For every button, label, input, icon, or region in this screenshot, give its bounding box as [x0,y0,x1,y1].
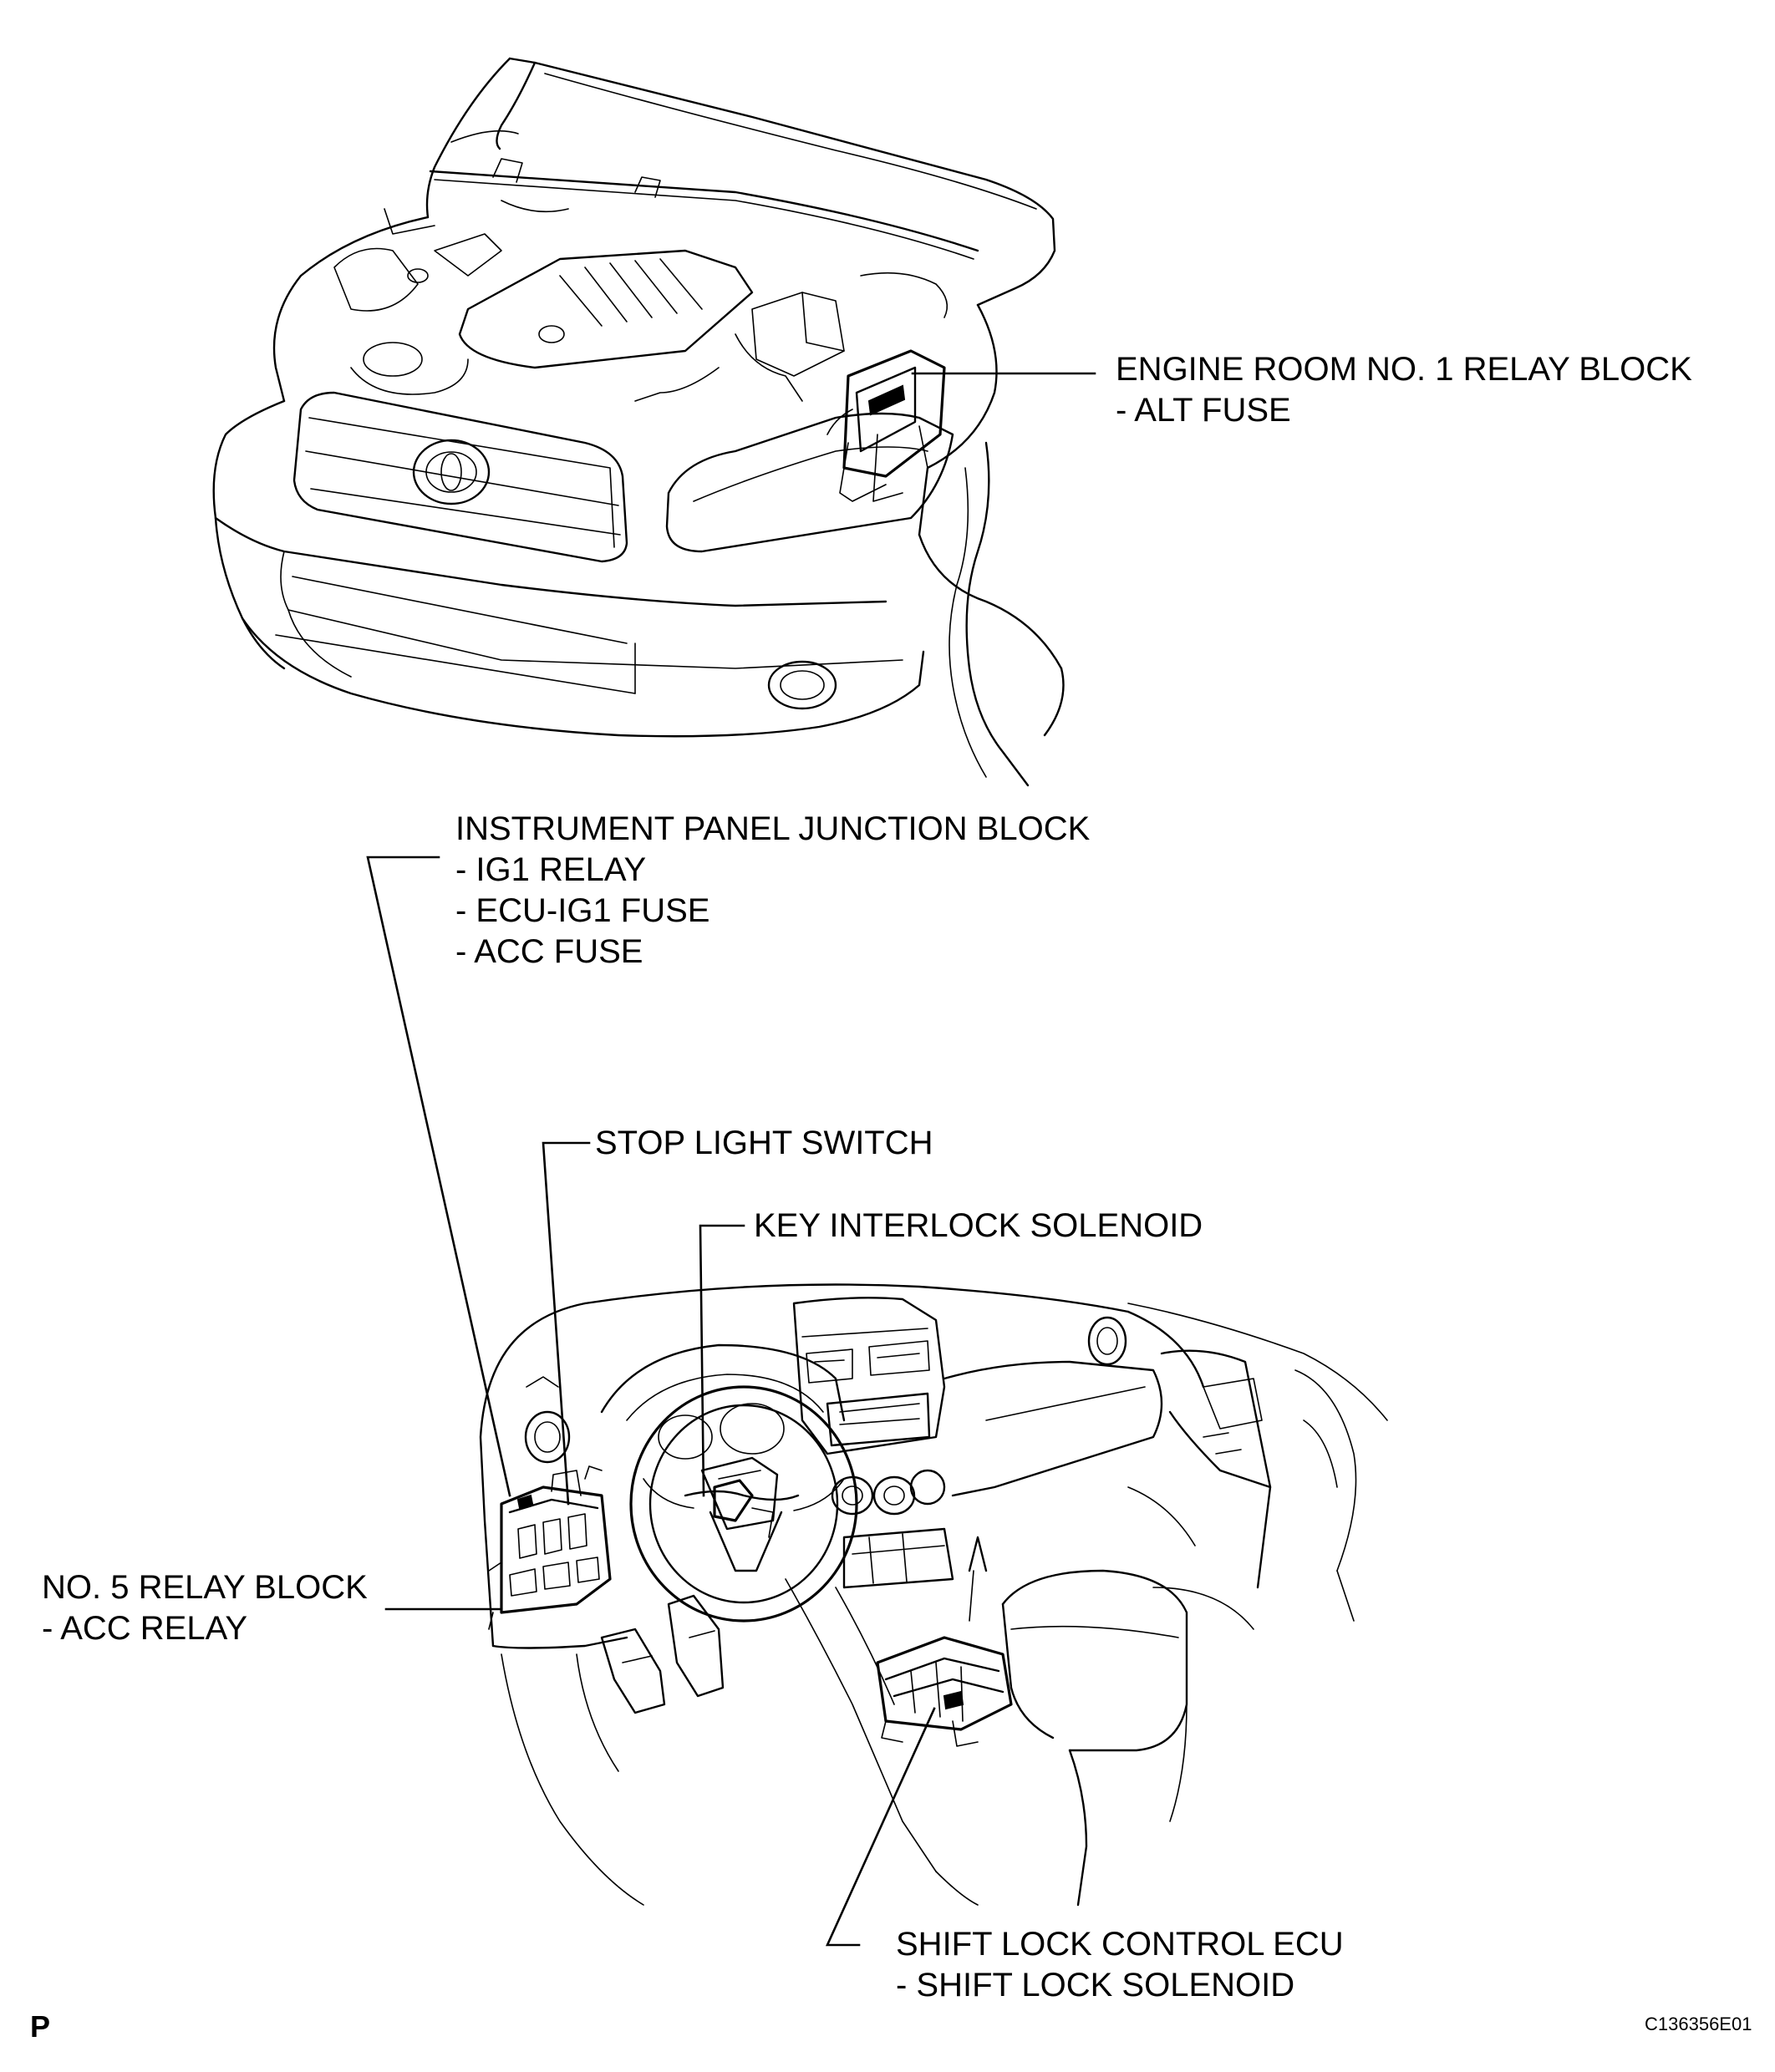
acc-fuse-item: - ACC FUSE [455,933,643,970]
key-interlock-solenoid-title: KEY INTERLOCK SOLENOID [754,1207,1203,1244]
stop-light-switch-title: STOP LIGHT SWITCH [595,1125,933,1161]
no5-relay-block-title: NO. 5 RELAY BLOCK [42,1569,368,1606]
no5-relay-block-label: NO. 5 RELAY BLOCK - ACC RELAY [42,1567,368,1649]
ecu-ig1-fuse-item: - ECU-IG1 FUSE [455,892,710,929]
instrument-panel-junction-block-title: INSTRUMENT PANEL JUNCTION BLOCK [455,810,1091,847]
stop-light-switch-label: STOP LIGHT SWITCH [595,1123,933,1164]
shift-lock-control-ecu-label: SHIFT LOCK CONTROL ECU - SHIFT LOCK SOLE… [896,1924,1344,2006]
engine-room-relay-block-label: ENGINE ROOM NO. 1 RELAY BLOCK - ALT FUSE [1116,349,1692,431]
acc-relay-item: - ACC RELAY [42,1610,247,1647]
vehicle-front-illustration [212,57,1065,787]
leader-lines [366,372,1096,1947]
engine-room-relay-block-title: ENGINE ROOM NO. 1 RELAY BLOCK [1116,351,1692,388]
figure-code: C136356E01 [1645,2014,1752,2034]
dashboard-illustration [479,1283,1388,1907]
key-interlock-solenoid-label: KEY INTERLOCK SOLENOID [754,1206,1203,1247]
instrument-panel-junction-block-label: INSTRUMENT PANEL JUNCTION BLOCK - IG1 RE… [455,809,1090,973]
alt-fuse-item: - ALT FUSE [1116,392,1291,429]
page-mark: P [30,2009,51,2044]
shift-lock-solenoid-item: - SHIFT LOCK SOLENOID [896,1967,1295,2003]
ig1-relay-item: - IG1 RELAY [455,851,647,888]
shift-lock-control-ecu-title: SHIFT LOCK CONTROL ECU [896,1926,1344,1963]
